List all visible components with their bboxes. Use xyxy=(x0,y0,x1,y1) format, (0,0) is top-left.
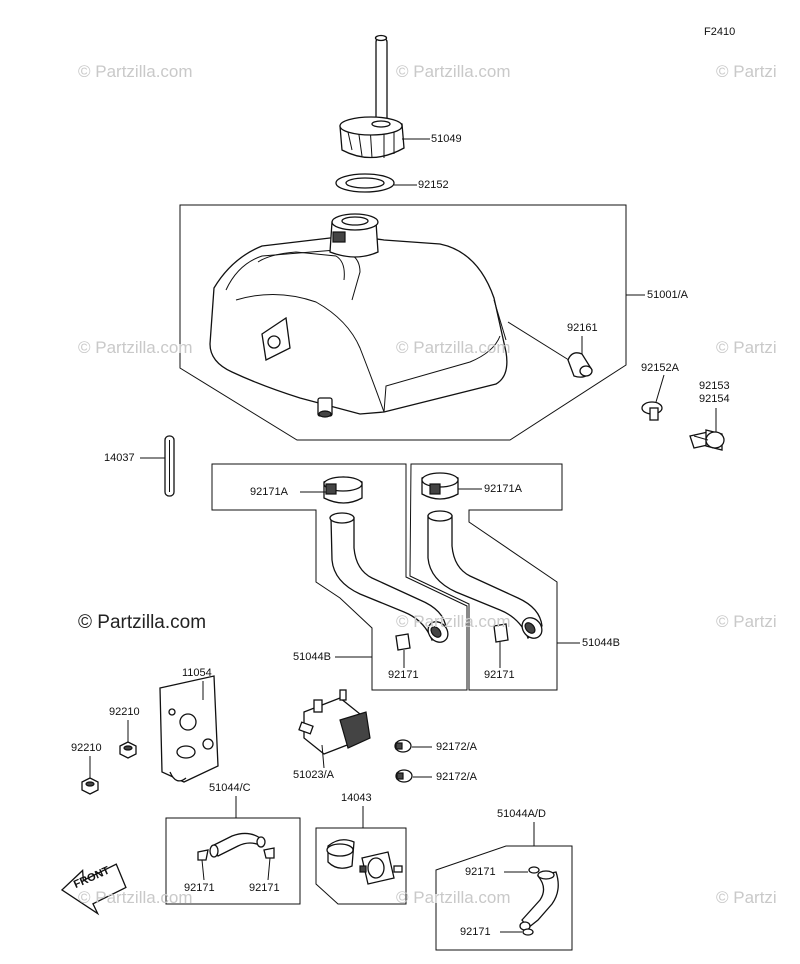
watermark-2: © Partzilla.com xyxy=(396,62,511,81)
label-92172A-b: 92172/A xyxy=(436,771,477,783)
bracket-11054 xyxy=(159,675,219,783)
watermark-6: © Partzi xyxy=(716,338,777,357)
label-92154: 92154 xyxy=(699,393,730,405)
figure-code: F2410 xyxy=(704,26,736,38)
label-92210-a: 92210 xyxy=(109,706,140,718)
watermark-7: © Partzilla.com xyxy=(396,612,511,631)
label-92171-c1: 92171 xyxy=(184,882,215,894)
gasket-92152 xyxy=(335,173,417,193)
fuel-cap-51049 xyxy=(339,34,430,159)
fuel-filter-14043 xyxy=(315,806,407,905)
label-92171-d2: 92171 xyxy=(460,926,491,938)
label-51044B-right: 51044B xyxy=(582,637,620,649)
hose-group-left-51044B xyxy=(211,463,468,691)
label-14043: 14043 xyxy=(341,792,372,804)
hose-group-51044C xyxy=(165,796,301,905)
label-92210-b: 92210 xyxy=(71,742,102,754)
fuel-cock-51023A xyxy=(298,689,371,769)
label-92171-d1: 92171 xyxy=(465,866,496,878)
label-92171-left: 92171 xyxy=(388,669,419,681)
screw-92172A-a xyxy=(394,739,432,753)
label-92161: 92161 xyxy=(567,322,598,334)
label-51044C: 51044/C xyxy=(209,782,251,794)
label-51023A: 51023/A xyxy=(293,769,334,781)
watermark-8: © Partzi xyxy=(716,612,777,631)
bolt-92153 xyxy=(689,408,725,451)
watermark-10: © Partzilla.com xyxy=(396,888,511,907)
label-51044AD: 51044A/D xyxy=(497,808,546,820)
label-92152A: 92152A xyxy=(641,362,679,374)
label-92172A-a: 92172/A xyxy=(436,741,477,753)
watermark-main: © Partzilla.com xyxy=(78,612,207,633)
watermark-4: © Partzilla.com xyxy=(78,338,193,357)
hose-group-right-51044B xyxy=(409,463,580,691)
hose-14037 xyxy=(140,435,175,497)
watermark-11: © Partzi xyxy=(716,888,777,907)
watermark-5: © Partzilla.com xyxy=(396,338,511,357)
nut-92210-b xyxy=(81,756,99,795)
screw-92172A-b xyxy=(395,769,432,783)
label-51044B-left: 51044B xyxy=(293,651,331,663)
fuel-tank-51001A xyxy=(179,204,645,441)
nut-92210-a xyxy=(119,720,137,759)
label-92171-right: 92171 xyxy=(484,669,515,681)
watermark-3: © Partzi xyxy=(716,62,777,81)
label-11054: 11054 xyxy=(182,667,212,679)
label-14037: 14037 xyxy=(104,452,135,464)
label-51049: 51049 xyxy=(431,133,462,145)
watermark-9: © Partzilla.com xyxy=(78,888,193,907)
collar-92152A xyxy=(641,374,665,421)
label-92171A-right: 92171A xyxy=(484,483,522,495)
label-92171A-left: 92171A xyxy=(250,486,288,498)
watermark-1: © Partzilla.com xyxy=(78,62,193,81)
label-92153: 92153 xyxy=(699,380,730,392)
label-92171-c2: 92171 xyxy=(249,882,280,894)
label-51001A: 51001/A xyxy=(647,289,688,301)
damper-92161 xyxy=(567,336,593,378)
hose-group-51044AD xyxy=(435,822,573,951)
label-92152: 92152 xyxy=(418,179,449,191)
front-arrow-icon xyxy=(60,863,127,916)
